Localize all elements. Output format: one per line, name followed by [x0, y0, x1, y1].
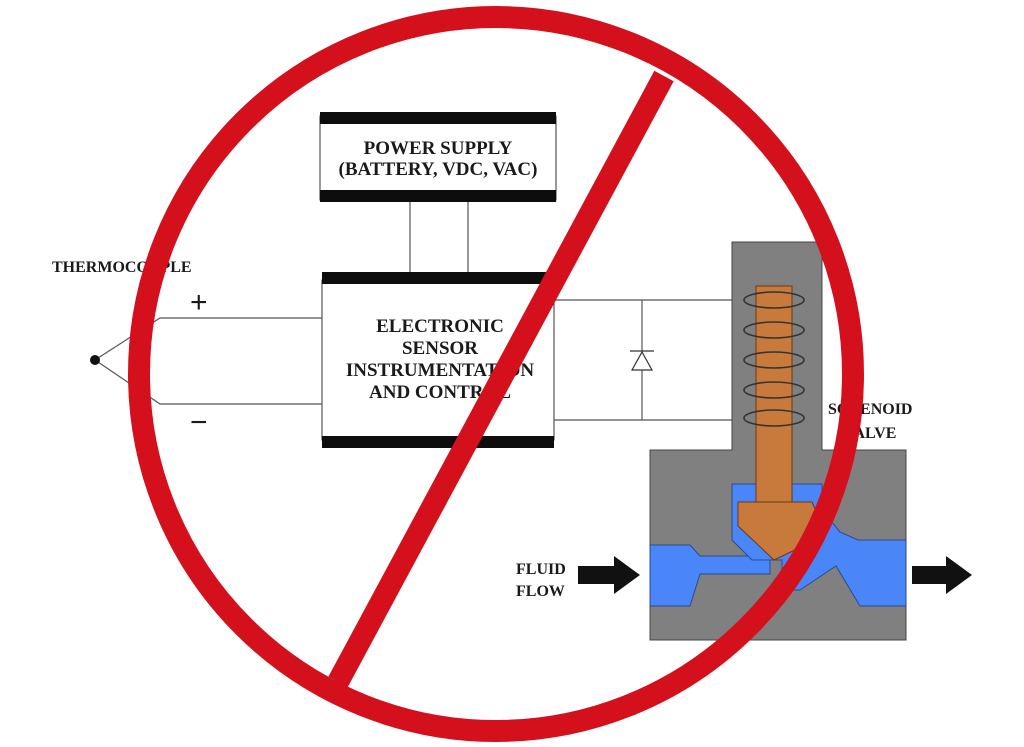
controller-line4: AND CONTROL: [369, 382, 511, 403]
power-supply-line2: (BATTERY, VDC, VAC): [339, 159, 538, 180]
diode-symbol-icon: [630, 350, 654, 371]
controller-line3: INSTRUMENTATION: [346, 360, 535, 381]
thermocouple-junction: [90, 355, 100, 365]
power-supply-line1: POWER SUPPLY: [364, 138, 513, 159]
minus-sign: −: [190, 406, 208, 439]
power-leads: [409, 202, 469, 272]
controller-line2: SENSOR: [402, 338, 478, 359]
solenoid-coil: [743, 291, 805, 427]
controller-line1: ELECTRONIC: [376, 316, 504, 337]
prohibition-sign-icon: [128, 6, 864, 742]
power-supply-box: POWER SUPPLY (BATTERY, VDC, VAC): [319, 112, 557, 202]
fluid-flow: FLUID FLOW: [516, 556, 972, 600]
arrow-right-icon: [912, 556, 972, 594]
thermocouple-label: THERMOCOUPLE: [52, 259, 192, 276]
arrow-right-icon: [578, 556, 640, 594]
solenoid-wiring: [554, 299, 760, 421]
flow-label-line1: FLUID: [516, 561, 566, 578]
flow-label-line2: FLOW: [516, 583, 565, 600]
plus-sign: +: [190, 286, 208, 319]
thermocouple: THERMOCOUPLE + −: [52, 259, 322, 439]
